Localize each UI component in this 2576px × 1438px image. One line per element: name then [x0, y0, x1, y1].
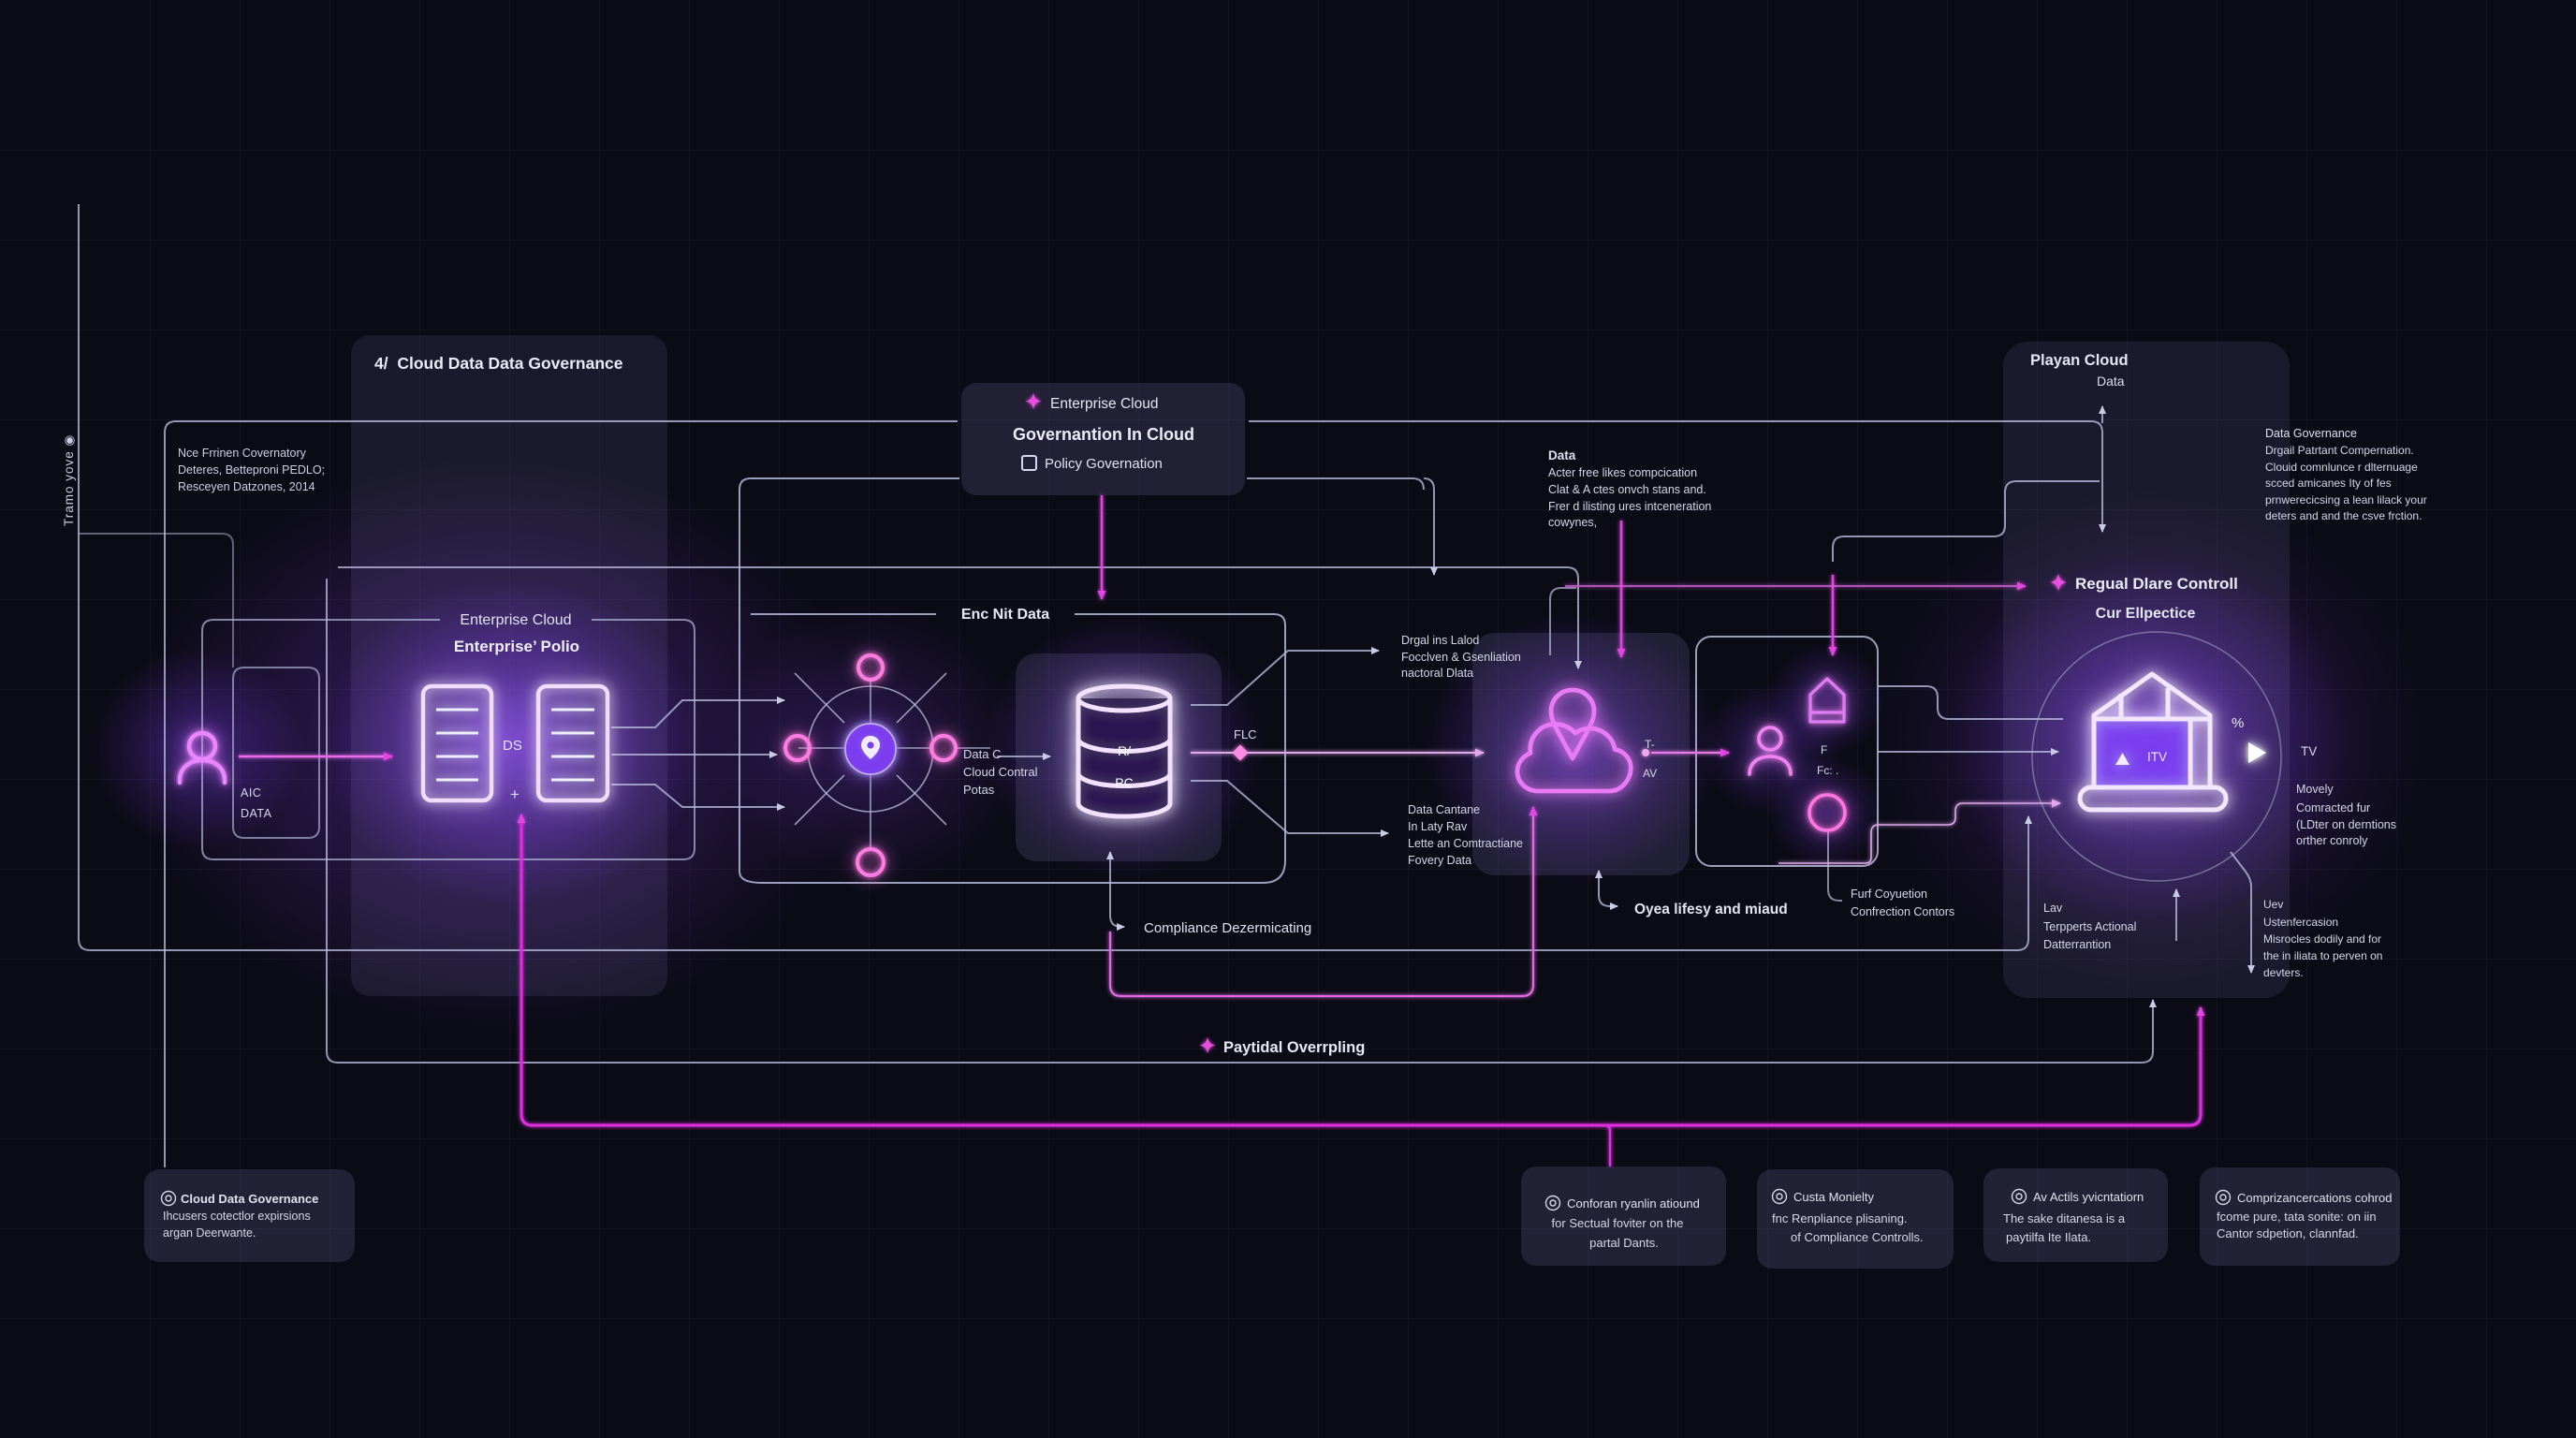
svg-text:cowynes,: cowynes, — [1548, 516, 1597, 529]
svg-text:Clat & A ctes onvch stans and.: Clat & A ctes onvch stans and. — [1548, 483, 1706, 496]
svg-text:Clouid comnlunce r dlternuage: Clouid comnlunce r dlternuage — [2265, 461, 2418, 474]
svg-text:Oyea lifesy and miaud: Oyea lifesy and miaud — [1634, 902, 1788, 917]
svg-text:prnwerecicsing a lean lilack y: prnwerecicsing a lean lilack your — [2265, 493, 2427, 506]
svg-text:of Compliance Controlls.: of Compliance Controlls. — [1791, 1230, 1924, 1244]
svg-text:Enterprise’ Polio: Enterprise’ Polio — [454, 638, 579, 655]
svg-text:Comracted fur: Comracted fur — [2296, 801, 2370, 814]
svg-text:Data Cantane: Data Cantane — [1408, 803, 1480, 816]
svg-text:Lette an Comtractiane: Lette an Comtractiane — [1408, 837, 1523, 850]
svg-text:Cantor sdpetion, clannfad.: Cantor sdpetion, clannfad. — [2217, 1226, 2359, 1240]
svg-text:Data: Data — [2097, 374, 2125, 389]
svg-text:for Sectual foviter on the: for Sectual foviter on the — [1552, 1216, 1684, 1230]
svg-text:argan Deerwante.: argan Deerwante. — [163, 1226, 256, 1240]
svg-text:Data C: Data C — [963, 747, 1001, 761]
svg-text:Compliance Dezermicating: Compliance Dezermicating — [1144, 920, 1311, 936]
svg-text:TV: TV — [2301, 744, 2317, 758]
svg-text:Comprizancercations cohrod: Comprizancercations cohrod — [2237, 1191, 2392, 1205]
svg-text:nactoral Dlata: nactoral Dlata — [1401, 667, 1473, 680]
svg-text:Uev: Uev — [2263, 898, 2283, 911]
svg-text:In Laty Rav: In Laty Rav — [1408, 820, 1468, 833]
svg-text:Deteres, Betteproni PEDLO;: Deteres, Betteproni PEDLO; — [178, 463, 325, 477]
svg-text:%: % — [2232, 715, 2244, 731]
svg-text:Drgail Patrtant Compernation.: Drgail Patrtant Compernation. — [2265, 444, 2414, 457]
svg-text:Av Actils yvicntatiorn: Av Actils yvicntatiorn — [2033, 1190, 2144, 1204]
svg-text:T-: T- — [1645, 738, 1655, 751]
svg-text:Focclven & Gsenliation: Focclven & Gsenliation — [1401, 651, 1521, 664]
svg-text:Enterprise Cloud: Enterprise Cloud — [460, 612, 571, 628]
svg-text:Custa Monielty: Custa Monielty — [1793, 1190, 1874, 1204]
svg-text:fcome pure, tata sonite: on ii: fcome pure, tata sonite: on iin — [2217, 1210, 2377, 1224]
svg-text:DATA: DATA — [241, 807, 272, 820]
svg-text:Furf Coyuetion: Furf Coyuetion — [1851, 888, 1927, 901]
svg-text:Policy Governation: Policy Governation — [1045, 456, 1163, 472]
svg-text:DS: DS — [503, 738, 522, 754]
svg-text:Enc Nit Data: Enc Nit Data — [961, 607, 1049, 623]
svg-text:Regual Dlare Controll: Regual Dlare Controll — [2075, 575, 2238, 593]
svg-text:Potas: Potas — [963, 783, 995, 797]
svg-text:scced amicanes Ity of fes: scced amicanes Ity of fes — [2265, 477, 2392, 490]
svg-text:Resceyen Datzones, 2014: Resceyen Datzones, 2014 — [178, 480, 315, 493]
svg-text:FLC: FLC — [1234, 727, 1257, 741]
svg-text:Conforan ryanlin atiound: Conforan ryanlin atiound — [1567, 1196, 1700, 1211]
svg-text:Playan Cloud: Playan Cloud — [2030, 352, 2129, 369]
svg-text:Misrocles dodily and for: Misrocles dodily and for — [2263, 932, 2381, 946]
svg-text:Cloud Contral: Cloud Contral — [963, 765, 1038, 779]
svg-text:Tramo yove ◉: Tramo yove ◉ — [62, 434, 76, 526]
svg-text:Movely: Movely — [2296, 783, 2334, 796]
svg-text:paytilfa Ite Ilata.: paytilfa Ite Ilata. — [2006, 1230, 2091, 1244]
svg-text:partal Dants.: partal Dants. — [1589, 1236, 1659, 1250]
svg-text:fnc Renpliance plisaning.: fnc Renpliance plisaning. — [1772, 1211, 1908, 1225]
svg-text:Terpperts Actional: Terpperts Actional — [2043, 920, 2136, 933]
svg-text:Drgal ins Lalod: Drgal ins Lalod — [1401, 634, 1479, 647]
svg-text:deters and and the csve frctio: deters and and the csve frction. — [2265, 509, 2422, 522]
svg-text:R/: R/ — [1118, 743, 1131, 758]
svg-text:Governantion In Cloud: Governantion In Cloud — [1013, 425, 1194, 444]
svg-text:+: + — [510, 785, 520, 803]
svg-text:Ustenfercasion: Ustenfercasion — [2263, 916, 2338, 929]
svg-text:Cur Ellpectice: Cur Ellpectice — [2096, 606, 2196, 622]
svg-text:Fovery Data: Fovery Data — [1408, 854, 1471, 867]
svg-text:The sake ditanesa is a: The sake ditanesa is a — [2003, 1211, 2126, 1225]
svg-text:Fc: .: Fc: . — [1817, 764, 1838, 777]
svg-text:Enterprise Cloud: Enterprise Cloud — [1050, 396, 1158, 412]
svg-text:Lav: Lav — [2043, 902, 2063, 915]
svg-text:the in iliata to perven on: the in iliata to perven on — [2263, 949, 2382, 962]
svg-text:orther conroly: orther conroly — [2296, 834, 2368, 847]
svg-text:(LDter on derntions: (LDter on derntions — [2296, 818, 2396, 831]
svg-text:Ihcusers cotectlor expirsions: Ihcusers cotectlor expirsions — [163, 1210, 311, 1223]
svg-text:devters.: devters. — [2263, 966, 2304, 979]
svg-text:F: F — [1821, 743, 1827, 756]
svg-text:AV: AV — [1643, 767, 1657, 780]
svg-text:Datterrantion: Datterrantion — [2043, 938, 2111, 951]
svg-text:Data: Data — [1548, 448, 1576, 462]
svg-text:Frer d ilisting ures intcenera: Frer d ilisting ures intceneration — [1548, 500, 1711, 513]
svg-text:ITV: ITV — [2147, 750, 2167, 764]
svg-text:Data Governance: Data Governance — [2265, 427, 2357, 440]
svg-text:Acter free likes compcication: Acter free likes compcication — [1548, 466, 1697, 479]
svg-text:Nce Frrinen Covernatory: Nce Frrinen Covernatory — [178, 447, 307, 460]
svg-text:Paytidal Overrpling: Paytidal Overrpling — [1223, 1039, 1365, 1056]
svg-text:Cloud Data Governance: Cloud Data Governance — [181, 1192, 318, 1206]
svg-text:Confrection Contors: Confrection Contors — [1851, 905, 1954, 918]
svg-text:4/ Cloud Data Data Governance: 4/ Cloud Data Data Governance — [374, 354, 623, 373]
svg-text:PC: PC — [1115, 775, 1133, 790]
svg-text:AIC: AIC — [241, 786, 261, 800]
